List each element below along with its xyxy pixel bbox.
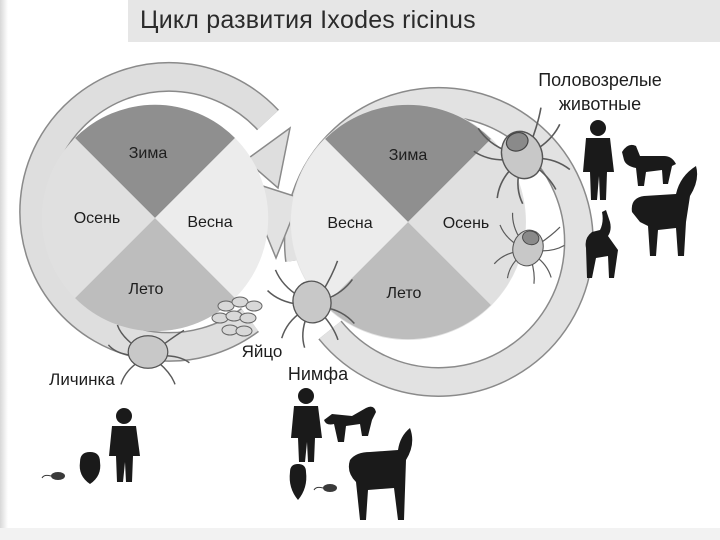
human-silhouette-icon <box>583 120 614 200</box>
right-summer-label: Лето <box>387 285 422 302</box>
left-spring-label: Весна <box>187 214 232 231</box>
adults-label-line2: животные <box>559 94 641 114</box>
mouse-silhouette-icon <box>314 484 337 492</box>
left-summer-label: Лето <box>129 281 164 298</box>
left-autumn-label: Осень <box>74 210 121 227</box>
larva-label: Личинка <box>49 370 115 389</box>
human-silhouette-icon <box>109 408 140 482</box>
human-silhouette-icon <box>291 388 322 462</box>
eggs-label: Яйцо <box>242 342 283 361</box>
right-winter-label: Зима <box>389 147 428 164</box>
owl-silhouette-icon <box>80 452 101 484</box>
right-spring-label: Весна <box>327 215 372 232</box>
left-season-wheel: Зима Осень Весна Лето <box>42 105 268 331</box>
adults-label-line1: Половозрелые <box>538 70 662 90</box>
right-autumn-label: Осень <box>443 215 490 232</box>
horse-silhouette-icon <box>349 428 412 520</box>
nymph-label: Нимфа <box>288 364 349 384</box>
dog-silhouette-icon <box>324 407 376 442</box>
dog-silhouette-icon <box>622 145 676 186</box>
mouse-silhouette-icon <box>42 472 65 480</box>
left-winter-label: Зима <box>129 145 168 162</box>
owl-silhouette-icon <box>290 464 307 500</box>
